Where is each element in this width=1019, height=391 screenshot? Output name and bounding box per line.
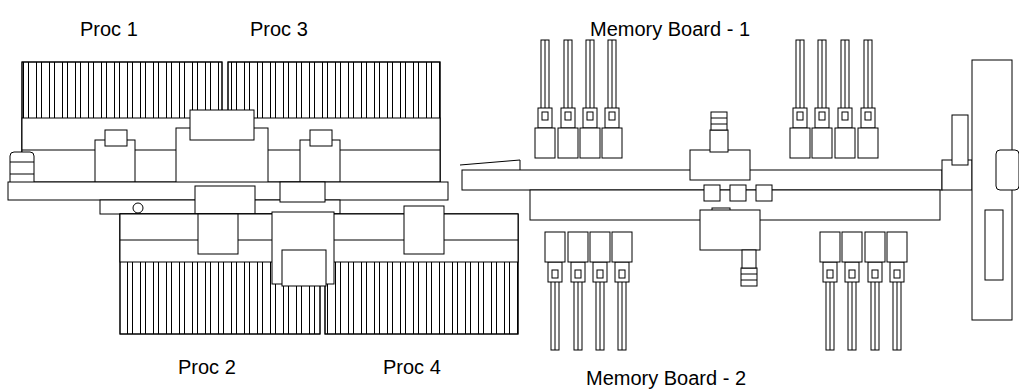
- part-label: Proc 4: [383, 356, 441, 378]
- part-label: Memory Board - 2: [586, 367, 746, 389]
- part-label: Proc 2: [178, 356, 236, 378]
- part-label: Memory Board - 1: [590, 18, 750, 40]
- part-label: Proc 3: [250, 18, 308, 40]
- part-label: Proc 1: [80, 18, 138, 40]
